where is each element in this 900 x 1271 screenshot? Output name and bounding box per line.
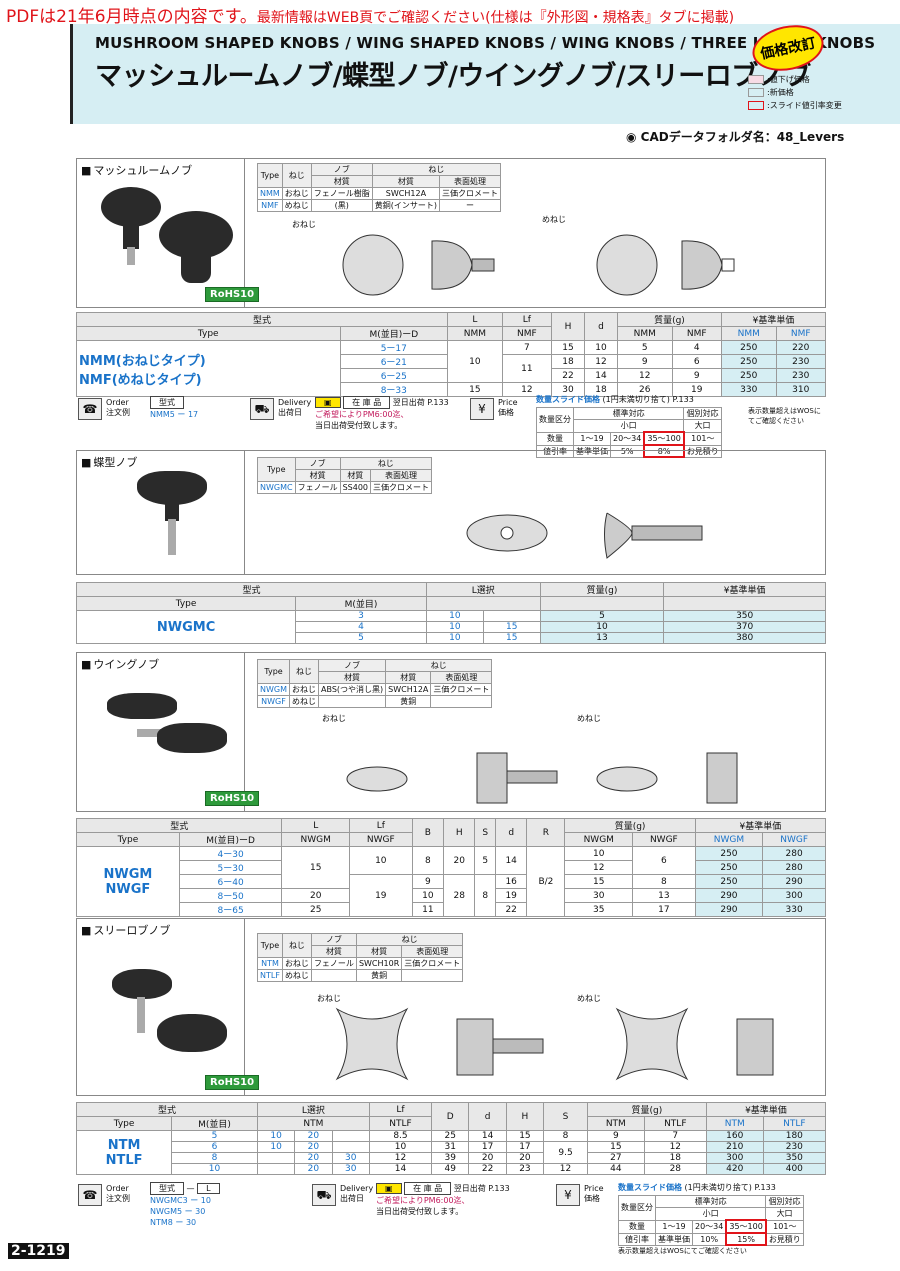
cad-folder: ◉ CADデータフォルダ名：48_Levers: [626, 130, 845, 144]
pdf-notice: PDFは21年6月時点の内容です。最新情報はWEB頁でご確認ください(仕様は『外…: [6, 7, 735, 27]
section-title: 蝶型ノブ: [81, 454, 137, 470]
male-label: おねじ: [317, 994, 341, 1003]
slide-price-1: 数量スライド価格 (1円未満切り捨て) P.133 数量区分標準対応個別対応 小…: [536, 394, 722, 458]
phone-icon: ☎: [78, 398, 102, 420]
legend-item: :スライド値引率変更: [748, 100, 842, 111]
stock-icon: ▣: [376, 1183, 402, 1194]
disc-icon: ◉: [626, 130, 641, 144]
rohs-badge: RoHS10: [205, 287, 260, 302]
english-title: MUSHROOM SHAPED KNOBS / WING SHAPED KNOB…: [95, 34, 876, 52]
male-label: おねじ: [322, 714, 346, 723]
truck-icon: ⛟: [250, 398, 274, 420]
truck-icon: ⛟: [312, 1184, 336, 1206]
legend-item: :値下げ価格: [748, 74, 810, 85]
mushroom-drawing: [342, 234, 735, 296]
japanese-title: マッシュルームノブ/蝶型ノブ/ウイングノブ/スリーロブノブ: [95, 61, 811, 92]
product-photo: マッシュルームノブ RoHS10: [77, 159, 260, 307]
wing-knob-drawing: [346, 752, 738, 804]
male-label: おねじ: [292, 220, 316, 229]
section-title: スリーロブノブ: [81, 922, 170, 938]
product-photo: スリーロブノブ RoHS10: [77, 919, 260, 1095]
section-title: ウイングノブ: [81, 656, 159, 672]
female-label: めねじ: [577, 714, 601, 723]
rohs-badge: RoHS10: [205, 791, 260, 806]
female-label: めねじ: [577, 994, 601, 1003]
phone-icon: ☎: [78, 1184, 102, 1206]
yen-icon: ¥: [556, 1184, 580, 1206]
product-photo: 蝶型ノブ: [77, 451, 245, 574]
wing-shaped-drawing: [466, 512, 703, 559]
wos-note: 表示数量超えはWOSにてご確認ください: [748, 407, 821, 425]
stock-icon: ▣: [315, 397, 341, 408]
female-label: めねじ: [542, 215, 566, 224]
section-title: マッシュルームノブ: [81, 162, 192, 178]
rohs-badge: RoHS10: [205, 1075, 260, 1090]
legend-item: :新価格: [748, 87, 794, 98]
slide-price-2: 数量スライド価格 (1円未満切り捨て) P.133 数量区分標準対応個別対応 小…: [618, 1182, 804, 1256]
yen-icon: ¥: [470, 398, 494, 420]
product-photo: ウイングノブ RoHS10: [77, 653, 260, 811]
page-number: 2-1219: [8, 1243, 70, 1259]
three-lobed-drawing: [335, 1007, 774, 1081]
